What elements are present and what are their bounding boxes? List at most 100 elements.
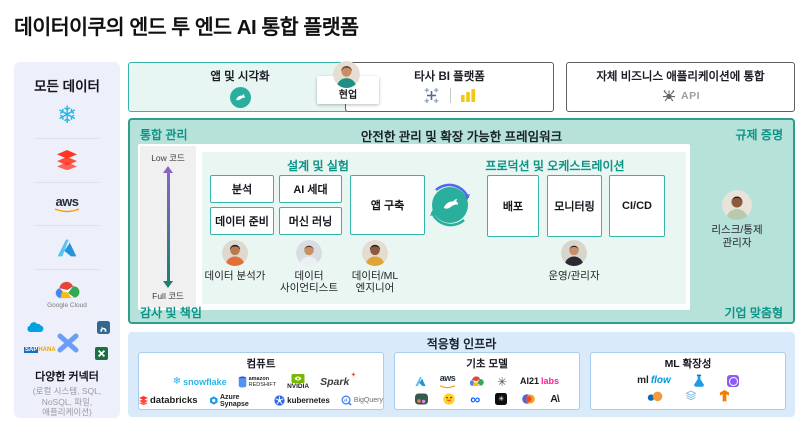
- audit-accountability-label: 감사 및 책임: [140, 306, 202, 320]
- workflow-panel: 설계 및 실험 프로덕션 및 오케스트레이션 분석 AI 세대 데이터 준비 머…: [202, 152, 686, 304]
- regulatory-proof-label: 규제 증명: [735, 128, 784, 142]
- google-cloud-icon: [469, 376, 484, 387]
- cohere-icon: [415, 393, 429, 405]
- app-build-box: 앱 구축: [350, 175, 425, 235]
- tensorflow-icon: [719, 390, 730, 402]
- aws-wordmark: aws: [55, 193, 79, 209]
- divider: [35, 181, 99, 183]
- genai-box: AI 세대: [279, 175, 342, 203]
- compute-title: 컴퓨트: [246, 358, 276, 370]
- foundation-models-title: 기초 모델: [466, 358, 508, 370]
- data-ml-engineer-avatar: [362, 240, 388, 266]
- connector-hub-icon: [57, 333, 79, 353]
- code-scale: Low 코드 Full 코드: [140, 146, 196, 308]
- tableau-icon: [424, 88, 439, 103]
- enterprise-custom-label: 기업 맞춤형: [724, 306, 783, 320]
- data-analyst-avatar: [222, 240, 248, 266]
- api-label: API: [680, 89, 700, 102]
- purple-globe-icon: [726, 374, 739, 387]
- page-title: 데이터이쿠의 엔드 투 엔드 AI 통합 플랫폼: [14, 16, 359, 39]
- monitoring-box: 모니터링: [547, 175, 602, 237]
- azure-synapse-logo: Azure Synapse: [209, 394, 264, 408]
- divider: [35, 269, 99, 271]
- azure-icon: [57, 235, 77, 260]
- full-code-label: Full 코드: [152, 291, 184, 301]
- bigquery-logo: BigQuery: [341, 395, 383, 406]
- meta-icon: [470, 392, 480, 406]
- code-scale-arrow: [163, 166, 173, 288]
- snowflake-icon: [57, 104, 77, 129]
- sap-hana-icon: SAPHANA: [24, 347, 56, 354]
- analysis-box: 분석: [210, 175, 274, 203]
- mlops-cycle-icon: [426, 181, 474, 229]
- aws-icon: aws: [439, 374, 456, 389]
- data-analyst-label: 데이터 분석가: [204, 270, 266, 282]
- salesforce-icon: [27, 322, 44, 333]
- google-cloud-glyph: [55, 281, 80, 299]
- databricks-icon: [57, 148, 77, 173]
- all-data-panel: 모든 데이터 aws Google Cloud: [14, 62, 120, 418]
- divider: [35, 225, 99, 227]
- snowflake-logo: snowflake: [173, 377, 227, 387]
- ops-admin-label: 운영/관리자: [548, 270, 600, 282]
- low-code-label: Low 코드: [151, 153, 185, 163]
- scikit-learn-icon: [647, 391, 663, 402]
- layered-cube-icon: [684, 390, 697, 402]
- business-user-avatar: [333, 61, 360, 88]
- dataiku-bird-icon: [432, 187, 468, 223]
- nvidia-logo: NVIDIA: [287, 374, 309, 391]
- ai-circles-icon: [522, 393, 536, 405]
- business-user-label: 현업: [338, 90, 358, 101]
- divider: [450, 88, 451, 103]
- all-data-title: 모든 데이터: [34, 79, 100, 94]
- framework-panel: Low 코드 Full 코드 설계 및 실험 프로덕션 및 오케스트레이션 분석…: [138, 144, 690, 310]
- connectors-title: 다양한 커넥터: [35, 371, 99, 384]
- adaptive-infrastructure-title: 적응형 인프라: [426, 337, 497, 351]
- framework-title: 안전한 관리 및 확장 가능한 프레임워크: [360, 130, 563, 144]
- openai-icon: [497, 376, 507, 388]
- anthropic-icon: A\: [550, 392, 559, 405]
- excel-icon: [95, 347, 108, 361]
- connectors-cluster: SAPHANA: [24, 321, 110, 361]
- production-orchestration-title: 프로덕션 및 오케스트레이션: [485, 159, 625, 173]
- ops-admin-avatar: [561, 240, 587, 266]
- postgresql-icon: [97, 321, 110, 335]
- aws-icon: aws: [54, 192, 80, 217]
- api-bot-icon: [662, 90, 675, 102]
- risk-control-avatar: [722, 190, 752, 220]
- bi-platforms-label: 타사 BI 플랫폼: [414, 71, 485, 83]
- ml-extensibility-title: ML 확장성: [664, 358, 712, 370]
- google-cloud-icon: Google Cloud: [47, 279, 87, 311]
- azure-ml-flask-icon: [693, 374, 705, 387]
- business-app-integration-label: 자체 비즈니스 애플리케이션에 통합: [596, 71, 765, 83]
- apache-spark-logo: Spark: [320, 372, 356, 388]
- google-cloud-caption: Google Cloud: [47, 302, 87, 310]
- power-bi-icon: [461, 89, 475, 102]
- data-prep-box: 데이터 준비: [210, 207, 274, 235]
- bi-platforms-box: 타사 BI 플랫폼: [345, 62, 554, 112]
- framework-band: 통합 관리 안전한 관리 및 확장 가능한 프레임워크 규제 증명 Low 코드…: [128, 118, 795, 324]
- integrated-management-label: 통합 관리: [140, 128, 188, 142]
- business-app-integration-box: 자체 비즈니스 애플리케이션에 통합 API: [566, 62, 795, 112]
- data-scientist-label: 데이터 사이언티스트: [280, 270, 338, 295]
- data-ml-engineer-label: 데이터/ML 엔지니어: [351, 270, 399, 295]
- divider: [35, 137, 99, 139]
- risk-control-label: 리스크/통제 관리자: [711, 224, 763, 249]
- aws-smile: [54, 208, 80, 213]
- machine-learning-box: 머신 러닝: [279, 207, 342, 235]
- cicd-box: CI/CD: [609, 175, 665, 237]
- apps-visualization-label: 앱 및 시각화: [210, 71, 270, 83]
- data-scientist-avatar: [296, 240, 322, 266]
- openai-gpt-icon: [495, 393, 508, 405]
- connectors-caption: (로컬 시스템, SQL, NoSQL, 파일, 애플리케이션): [32, 386, 102, 418]
- hugging-face-icon: [443, 393, 455, 405]
- databricks-logo: databricks: [139, 396, 198, 406]
